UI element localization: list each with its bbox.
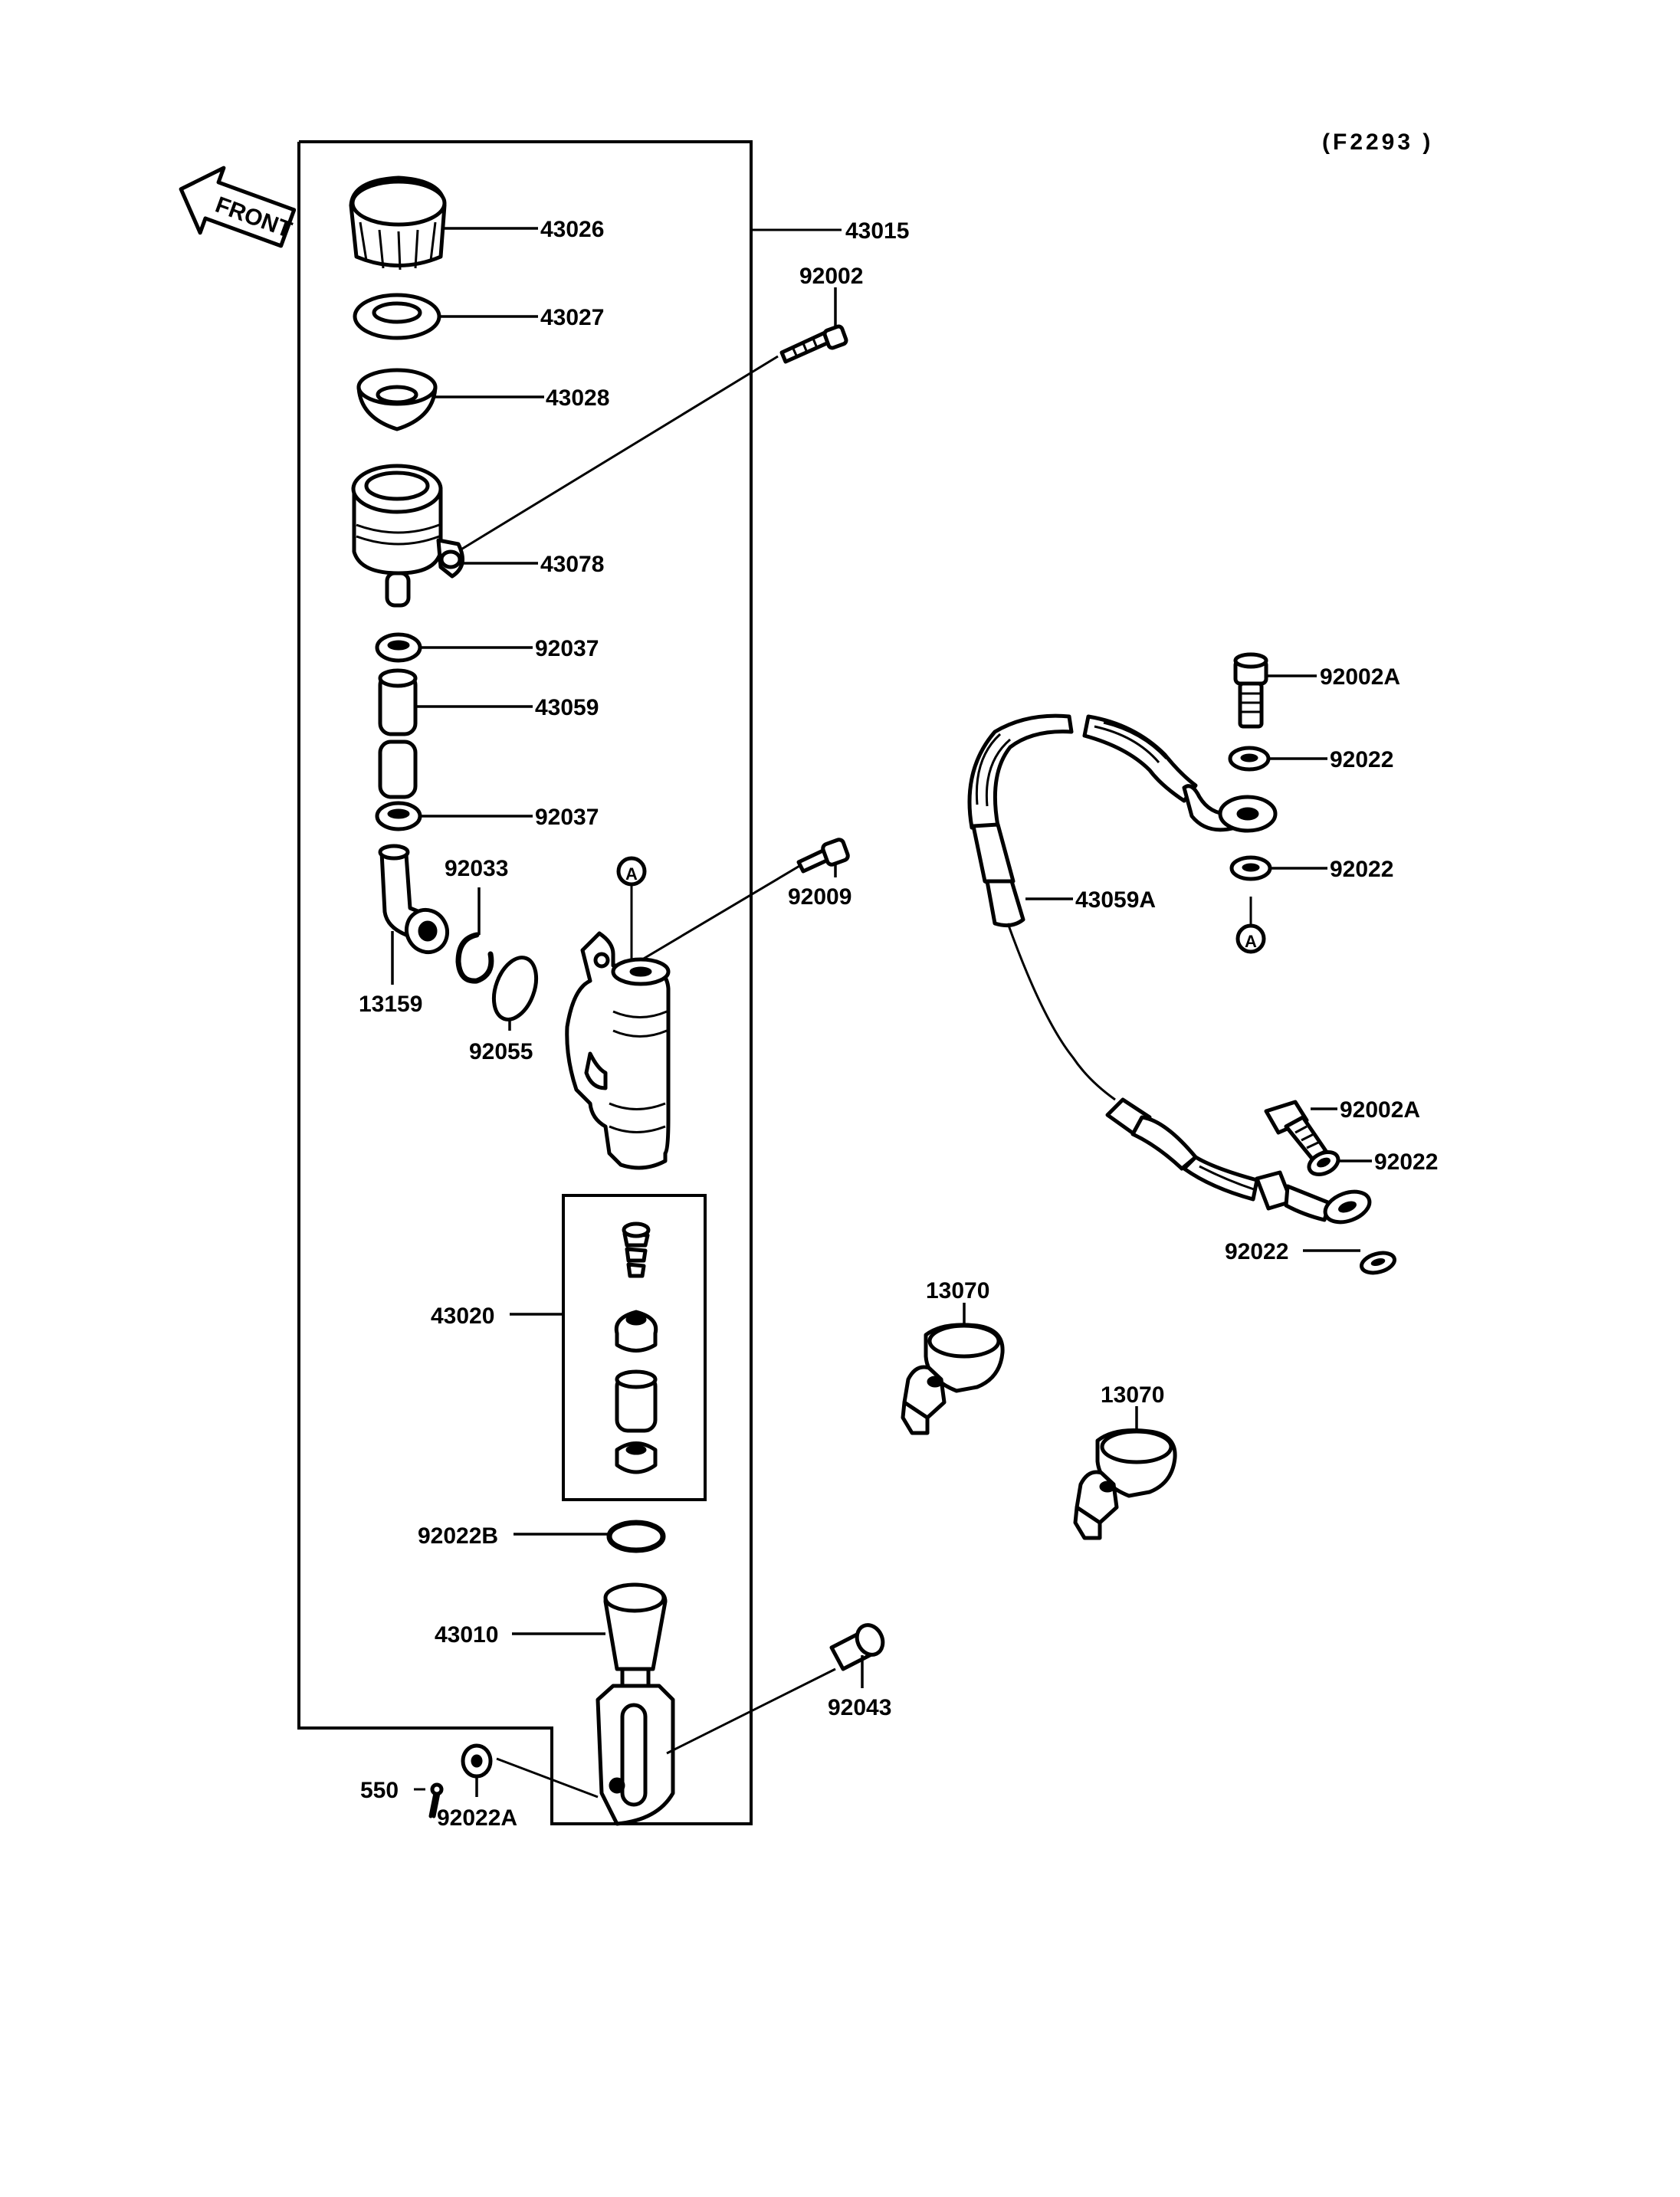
- label-92022a: 92022A: [437, 1805, 517, 1831]
- label-13159: 13159: [359, 992, 422, 1017]
- brake-hose-lower: [1105, 1097, 1372, 1225]
- hose-clamp-13070-left: [901, 1323, 1005, 1435]
- label-92022-2: 92022: [1330, 857, 1393, 882]
- label-92033: 92033: [445, 856, 508, 881]
- label-92009: 92009: [788, 884, 851, 910]
- label-43028: 43028: [546, 385, 609, 411]
- label-92002a-top: 92002A: [1320, 664, 1400, 690]
- washer-92022a-bottom: [461, 1743, 493, 1779]
- washer-92022-3: [1307, 1149, 1340, 1177]
- label-13070-left: 13070: [926, 1278, 989, 1303]
- label-43020: 43020: [431, 1303, 494, 1329]
- circlip-92022b: [606, 1520, 666, 1553]
- reservoir-hose: [378, 668, 418, 799]
- label-92037-bottom: 92037: [535, 805, 599, 830]
- reservoir-cap: [349, 175, 447, 271]
- hose-clamp-bottom: [375, 801, 422, 831]
- label-550: 550: [360, 1778, 399, 1803]
- washer-92022-4: [1360, 1251, 1396, 1275]
- washer-92022-1: [1228, 746, 1271, 772]
- cotter-pin: [428, 1782, 444, 1818]
- reservoir-plate: [353, 293, 441, 340]
- banjo-bolt-top: [1233, 652, 1268, 729]
- bolt-92002: [779, 324, 848, 364]
- clevis-pin: [829, 1623, 885, 1671]
- washer-92022-2: [1229, 855, 1272, 881]
- label-92055: 92055: [469, 1039, 533, 1064]
- label-92022-1: 92022: [1330, 747, 1393, 772]
- circlip-92033: [455, 932, 494, 984]
- o-ring-92055: [491, 956, 539, 1021]
- brake-hose-upper: [967, 713, 1278, 928]
- label-92002a-bottom: 92002A: [1340, 1097, 1420, 1123]
- banjo-bolt-bottom: [1264, 1100, 1328, 1161]
- reference-marker-a-right: A: [1235, 923, 1266, 954]
- front-arrow-icon: FRONT: [179, 166, 297, 248]
- reference-marker-a-left: A: [616, 856, 647, 887]
- label-43027: 43027: [540, 305, 604, 330]
- label-43078: 43078: [540, 552, 604, 577]
- label-43026: 43026: [540, 217, 604, 242]
- label-92002: 92002: [799, 264, 863, 289]
- label-92043: 92043: [828, 1695, 891, 1720]
- marker-a-right-label: A: [1245, 932, 1257, 951]
- assembly-outline: [297, 140, 842, 1825]
- label-43015: 43015: [845, 218, 909, 244]
- push-rod: [596, 1582, 675, 1826]
- bolt-92009: [796, 838, 850, 874]
- label-13070-right: 13070: [1101, 1382, 1164, 1408]
- master-cylinder-body: [565, 931, 671, 1170]
- reservoir-body: [351, 464, 464, 608]
- figure-code: (F2293 ): [1322, 130, 1433, 155]
- label-92037-top: 92037: [535, 636, 599, 661]
- elbow-fitting: [378, 844, 450, 955]
- part-labels: 43026 43015 43027 92002 43028 43078 9203…: [359, 217, 1438, 1831]
- label-43059: 43059: [535, 695, 599, 720]
- label-92022b: 92022B: [418, 1523, 498, 1549]
- hose-clamp-13070-right: [1073, 1428, 1177, 1540]
- label-43059a: 43059A: [1075, 887, 1156, 913]
- label-43010: 43010: [435, 1622, 498, 1648]
- piston-kit-box: [562, 1194, 707, 1501]
- reservoir-diaphragm: [356, 368, 438, 431]
- hose-clamp-top: [375, 632, 422, 663]
- label-92022-3: 92022: [1374, 1149, 1438, 1175]
- label-92022-4: 92022: [1225, 1239, 1288, 1264]
- marker-a-left-label: A: [625, 864, 638, 884]
